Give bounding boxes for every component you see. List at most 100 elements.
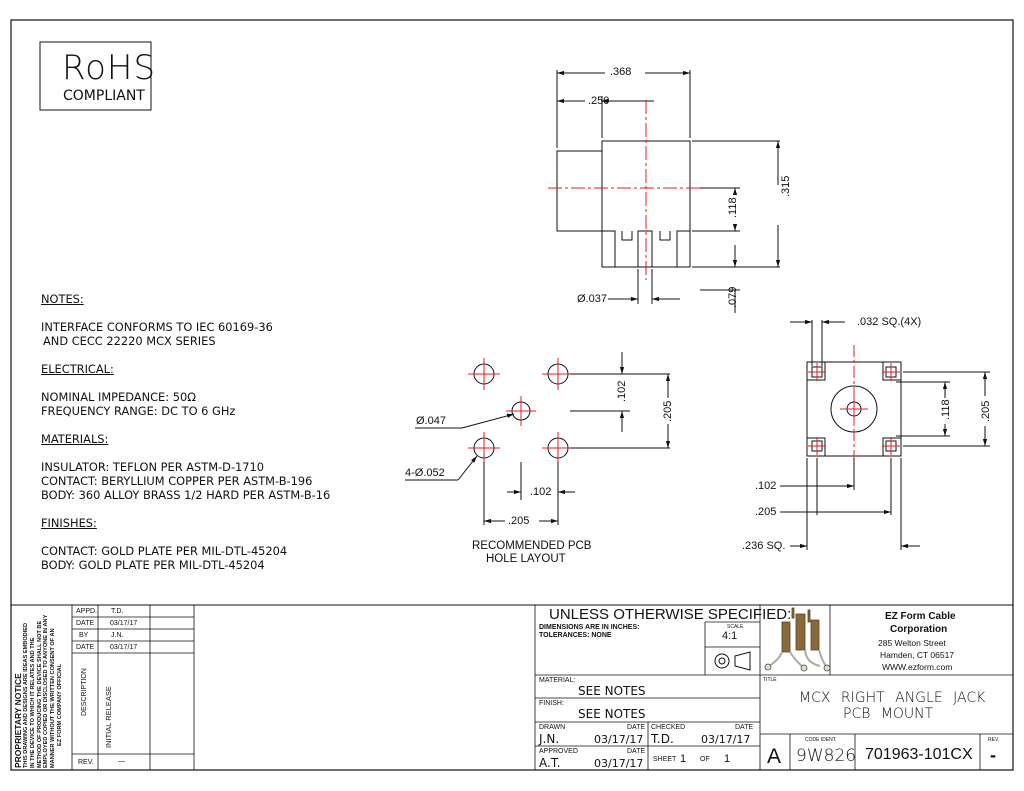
checked-label: CHECKED bbox=[651, 724, 686, 731]
dim-body-width: .250 bbox=[588, 95, 610, 107]
scale-label: SCALE bbox=[727, 624, 744, 630]
proprietary-title: PROPRIETARY NOTICE bbox=[13, 673, 23, 768]
approved-label: APPROVED bbox=[539, 748, 578, 755]
approved-date-label: DATE bbox=[627, 748, 646, 755]
rohs-subtitle: COMPLIANT bbox=[63, 88, 145, 104]
dim-bottom-full: .205 bbox=[755, 506, 777, 518]
code-ident-label: CODE IDENT. bbox=[805, 737, 837, 743]
by-value: J.N. bbox=[111, 632, 124, 639]
rev-label: REV. bbox=[78, 759, 94, 766]
proprietary-line-6: EZ FORM COMPANY OFFICIAL bbox=[56, 663, 63, 746]
description-value: INITIAL RELEASE bbox=[104, 686, 113, 748]
title-label: TITLE bbox=[763, 677, 777, 683]
dim-horizontal-full: .205 bbox=[508, 515, 530, 527]
material-label: MATERIAL: bbox=[539, 677, 576, 684]
checked-value: T.D. bbox=[651, 732, 674, 746]
drawn-label: DRAWN bbox=[539, 724, 566, 731]
code-ident-value: 9W826 bbox=[796, 746, 857, 766]
sheet-size: A bbox=[767, 745, 782, 768]
interface-line-1: INTERFACE CONFORMS TO IEC 60169-36 bbox=[41, 320, 273, 334]
dim-vertical-half: .102 bbox=[616, 380, 628, 402]
by-label: BY bbox=[79, 632, 89, 639]
material-value: SEE NOTES bbox=[578, 684, 646, 698]
sheet-label: SHEET bbox=[653, 756, 677, 763]
finish-value: SEE NOTES bbox=[578, 707, 646, 721]
materials-heading: MATERIALS: bbox=[41, 432, 109, 446]
dim-bottom-center: .118 bbox=[940, 399, 952, 420]
company-name-2: Corporation bbox=[890, 624, 948, 635]
company-logo-icon bbox=[764, 607, 831, 672]
finishes-heading: FINISHES: bbox=[41, 516, 97, 530]
bottom-view bbox=[780, 319, 990, 550]
pcb-caption-2: HOLE LAYOUT bbox=[486, 553, 566, 565]
impedance-line: NOMINAL IMPEDANCE: 50Ω bbox=[41, 390, 196, 404]
frequency-line: FREQUENCY RANGE: DC TO 6 GHz bbox=[41, 404, 236, 418]
notes-section: NOTES: INTERFACE CONFORMS TO IEC 60169-3… bbox=[41, 292, 330, 572]
revision-grid bbox=[71, 605, 195, 770]
rohs-title: RoHS bbox=[62, 48, 157, 88]
proprietary-line-4: EMPLOYED COPIED OR DISCLOSED TO ANYONE I… bbox=[43, 614, 50, 768]
unless-specified: UNLESS OTHERWISE SPECIFIED: bbox=[549, 606, 792, 623]
pcb-caption-1: RECOMMENDED PCB bbox=[472, 540, 592, 552]
finish-label: FINISH: bbox=[539, 700, 564, 707]
date-value-2: 03/17/17 bbox=[110, 644, 138, 651]
scale-value: 4:1 bbox=[722, 630, 738, 642]
proprietary-line-3: METHOD OF PRODUCING THE DEVICE SHALL NOT… bbox=[36, 620, 43, 768]
projection-symbol-icon bbox=[714, 651, 751, 671]
dim-pin-length: .079 bbox=[727, 286, 739, 308]
finish-contact-line: CONTACT: GOLD PLATE PER MIL-DTL-45204 bbox=[41, 544, 288, 558]
proprietary-line-5: MANNER WITHOUT THE WRITTEN CONSENT OF AN bbox=[50, 628, 57, 768]
dim-pin-diameter: Ø.037 bbox=[577, 293, 607, 305]
checked-date: 03/17/17 bbox=[701, 733, 751, 746]
dim-horizontal-half: .102 bbox=[530, 486, 552, 498]
rev-value: — bbox=[118, 758, 125, 765]
sheet-total: 1 bbox=[724, 753, 731, 765]
notes-heading: NOTES: bbox=[41, 292, 84, 306]
dim-center-height: .118 bbox=[727, 197, 739, 218]
date-label-2: DATE bbox=[76, 644, 95, 651]
dim-holes: 4-Ø.052 bbox=[405, 467, 445, 479]
sheet-number: 1 bbox=[680, 753, 687, 765]
rohs-box bbox=[39, 41, 152, 111]
drawn-value: J.N. bbox=[539, 732, 560, 746]
description-label: DESCRIPTION bbox=[81, 668, 88, 716]
approved-value: A.T. bbox=[539, 756, 561, 770]
tolerances-note: TOLERANCES: NONE bbox=[539, 632, 612, 639]
part-number: 701963-101CX bbox=[865, 746, 973, 763]
electrical-heading: ELECTRICAL: bbox=[41, 362, 114, 376]
drawing-title-1: MCX RIGHT ANGLE JACK bbox=[799, 690, 986, 706]
dim-height: .315 bbox=[780, 175, 792, 197]
interface-line-2: AND CECC 22220 MCX SERIES bbox=[43, 334, 216, 348]
dim-pad-size: .032 SQ.(4X) bbox=[857, 316, 922, 328]
date-label-1: DATE bbox=[76, 620, 95, 627]
company-address-2: Hamden, CT 06517 bbox=[880, 650, 955, 660]
title-block-grid bbox=[534, 605, 1013, 770]
drawn-date-label: DATE bbox=[627, 724, 646, 731]
sheet-border bbox=[10, 19, 1014, 771]
checked-date-label: DATE bbox=[735, 724, 754, 731]
proprietary-notice: PROPRIETARY NOTICE THIS DRAWING AND DESI… bbox=[13, 608, 64, 768]
dim-overall-width: .368 bbox=[610, 66, 632, 78]
rev-current: - bbox=[990, 745, 996, 765]
drawing-title-2: PCB MOUNT bbox=[843, 706, 934, 722]
date-value-1: 03/17/17 bbox=[110, 620, 138, 627]
body-line: BODY: 360 ALLOY BRASS 1/2 HARD PER ASTM-… bbox=[41, 488, 331, 502]
dim-bottom-height: .205 bbox=[980, 400, 992, 422]
company-name-1: EZ Form Cable bbox=[885, 611, 956, 622]
dim-square-size: .236 SQ. bbox=[742, 540, 786, 552]
insulator-line: INSULATOR: TEFLON PER ASTM-D-1710 bbox=[41, 460, 265, 474]
dims-note: DIMENSIONS ARE IN INCHES: bbox=[539, 624, 640, 631]
dim-bottom-half: .102 bbox=[755, 480, 777, 492]
proprietary-line-2: IN THE DEVICE TO WHICH IT RELATES AND TH… bbox=[29, 637, 36, 768]
approved-date: 03/17/17 bbox=[594, 757, 644, 770]
dim-vertical-full: .205 bbox=[662, 400, 674, 422]
dim-center-hole: Ø.047 bbox=[416, 415, 446, 427]
rev-header: REV. bbox=[988, 737, 1000, 743]
finish-body-line: BODY: GOLD PLATE PER MIL-DTL-45204 bbox=[41, 558, 265, 572]
company-website: WWW.ezform.com bbox=[882, 662, 953, 672]
of-label: OF bbox=[700, 756, 710, 763]
contact-line: CONTACT: BERYLLIUM COPPER PER ASTM-B-196 bbox=[41, 474, 313, 488]
appd-label: APPD. bbox=[76, 608, 98, 615]
proprietary-line-1: THIS DRAWING AND DESIGNS ARE IDEAS EMBOD… bbox=[23, 622, 29, 768]
